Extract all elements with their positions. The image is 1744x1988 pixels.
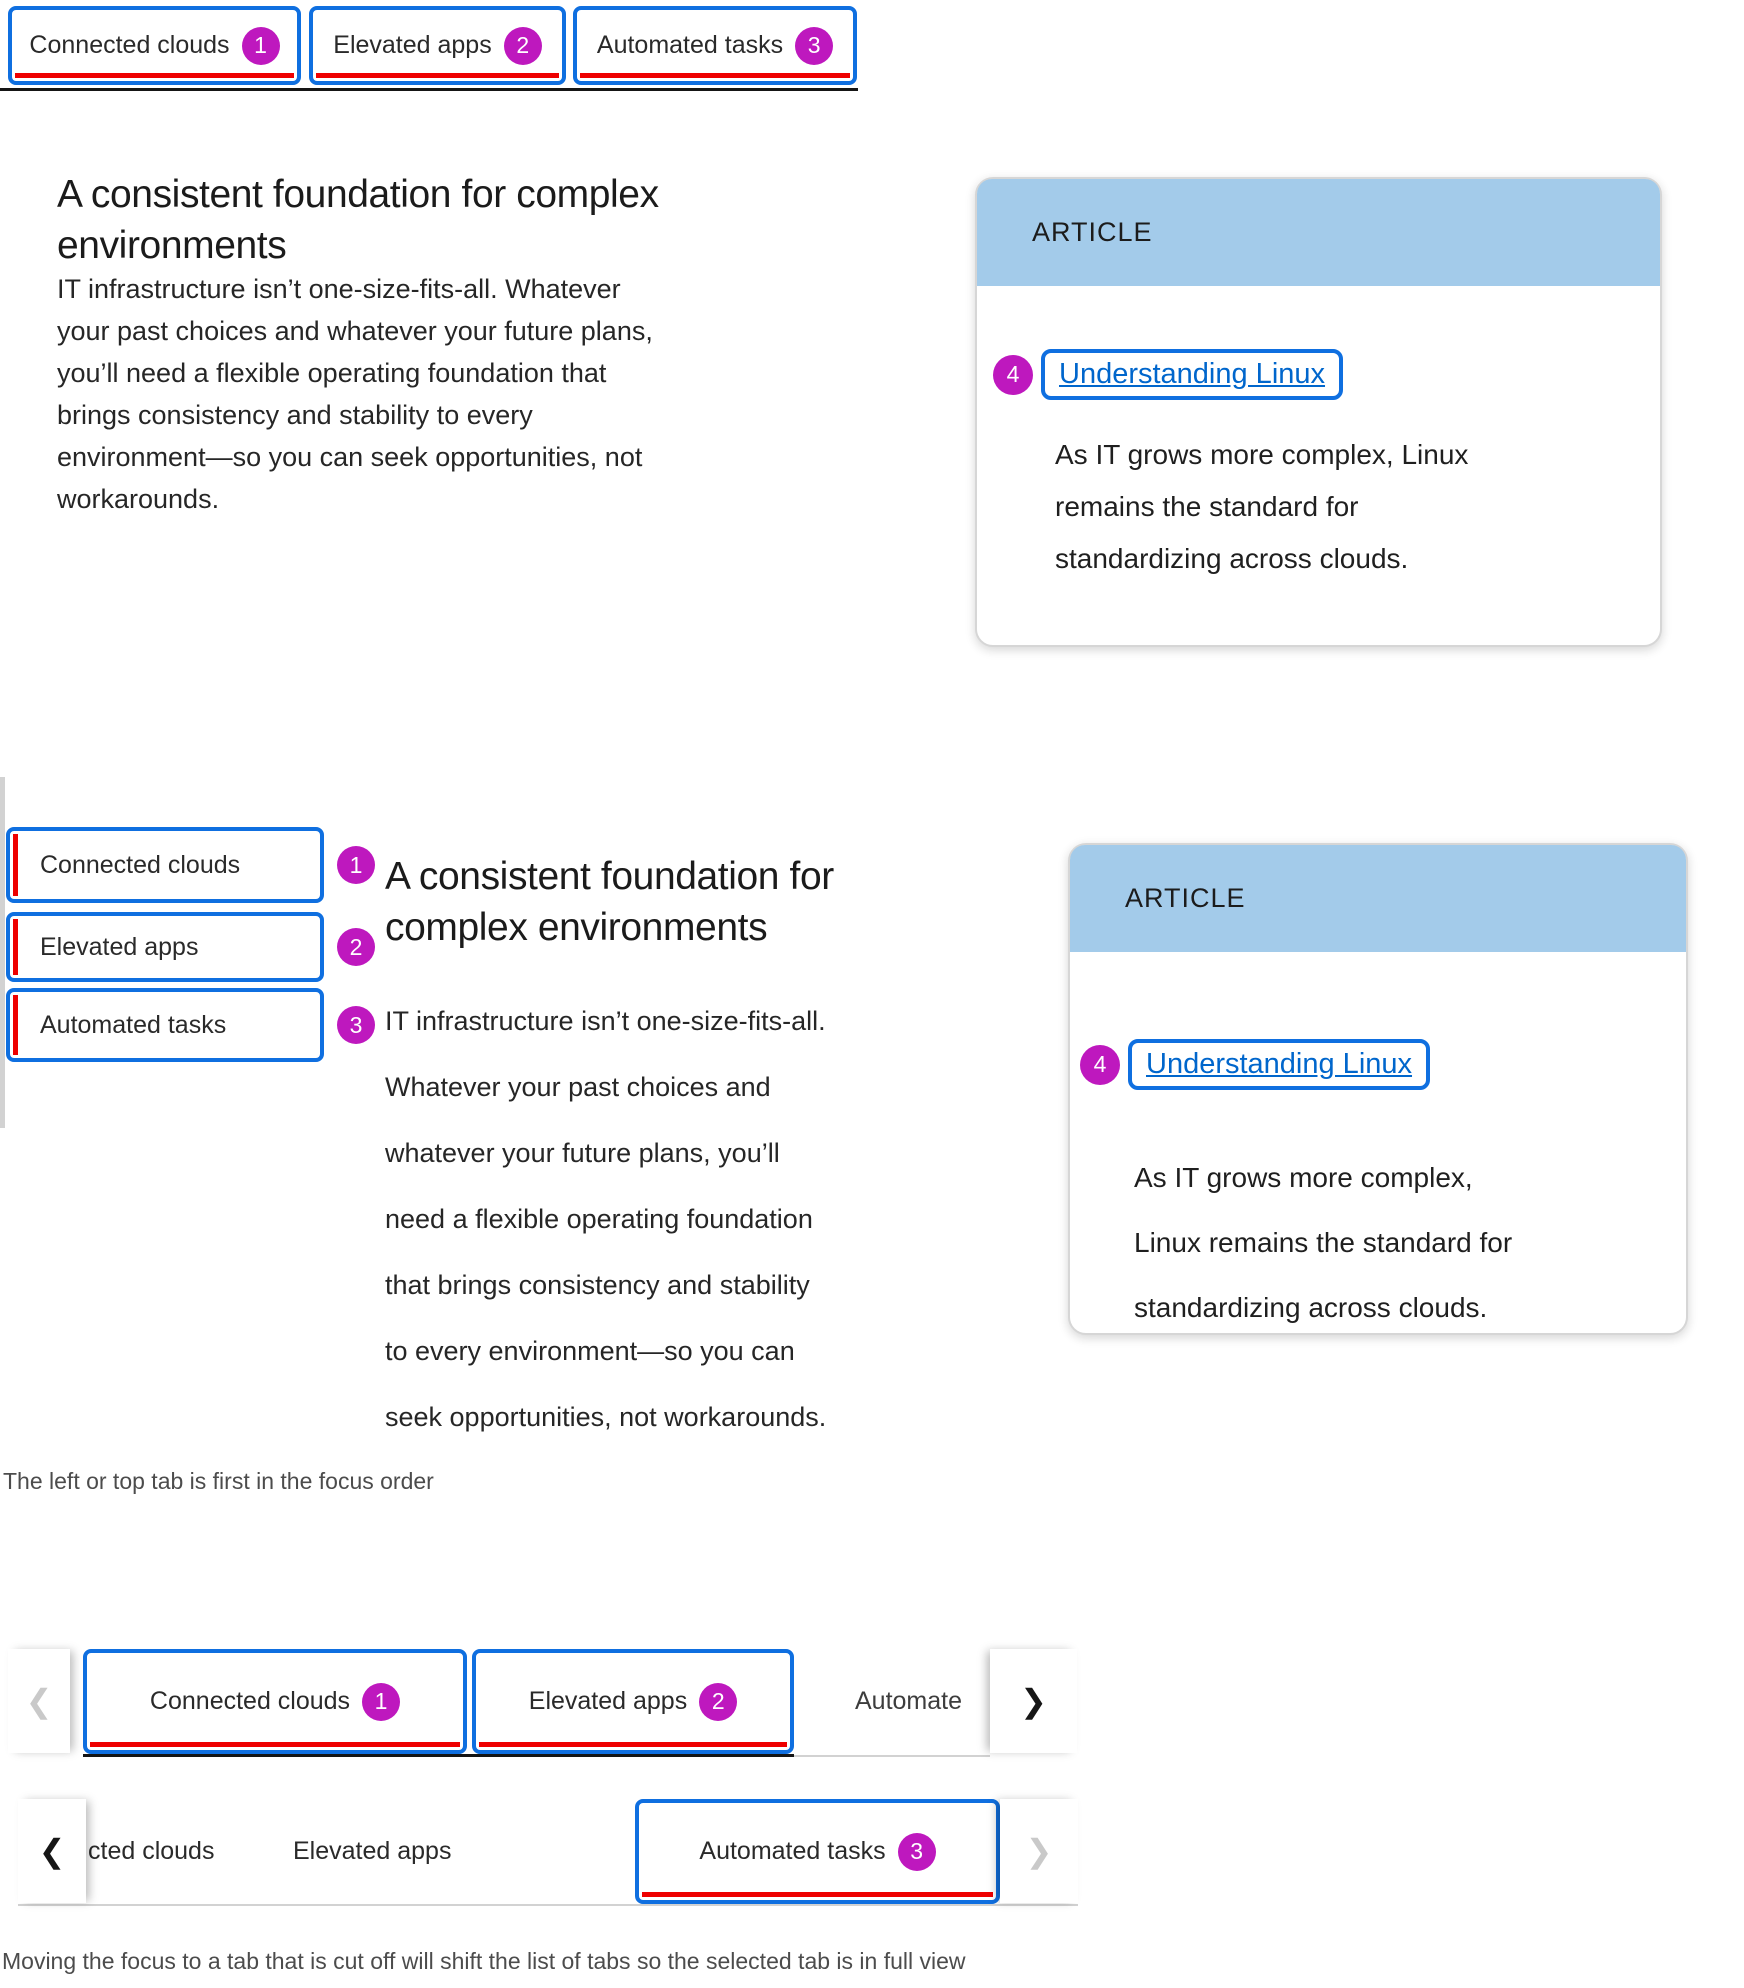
caption-focus-order: The left or top tab is first in the focu… xyxy=(3,1468,434,1494)
chevron-left-icon: ❮ xyxy=(38,1833,66,1869)
vertical-tab-divider xyxy=(0,777,5,1128)
tab-label: Elevated apps xyxy=(528,1687,688,1715)
article-card: ARTICLE 4 Understanding Linux As IT grow… xyxy=(975,177,1662,647)
tabs-bottom-border-inactive xyxy=(794,1755,990,1757)
article-card-header: ARTICLE xyxy=(977,179,1660,286)
focus-order-badge: 2 xyxy=(337,928,375,966)
chevron-left-icon: ❮ xyxy=(25,1683,53,1719)
article-link[interactable]: Understanding Linux xyxy=(1059,358,1326,390)
tab-automated-tasks-cut[interactable]: Automate xyxy=(855,1687,963,1715)
focus-order-badge: 1 xyxy=(241,26,280,65)
focus-order-badge: 4 xyxy=(993,354,1033,395)
tab-elevated-apps[interactable]: Elevated apps xyxy=(293,1837,452,1865)
scroll-right-button[interactable]: ❯ xyxy=(1000,1799,1078,1903)
article-link-row: 4 Understanding Linux xyxy=(1080,1039,1431,1090)
focus-order-badge: 2 xyxy=(503,26,542,65)
article-summary: As IT grows more complex,Linux remains t… xyxy=(1134,1162,1513,1323)
tab-label: Automated tasks xyxy=(40,1010,227,1039)
scroll-left-button[interactable]: ❮ xyxy=(8,1649,70,1753)
vertical-tab-elevated-apps[interactable]: Elevated apps xyxy=(6,912,324,982)
focus-order-badge: 3 xyxy=(795,26,834,65)
focus-order-badge: 3 xyxy=(897,1832,936,1871)
tab-elevated-apps[interactable]: Elevated apps 2 xyxy=(472,1649,794,1754)
tab-label: Connected clouds xyxy=(149,1687,351,1715)
focus-order-badge: 1 xyxy=(362,1682,401,1721)
tab-label: Automated tasks xyxy=(699,1837,886,1865)
panel-paragraph: IT infrastructure isn’t one-size-fits-al… xyxy=(385,1006,827,1432)
tab-label: Connected clouds xyxy=(40,850,241,879)
tab-automated-tasks[interactable]: Automated tasks 3 xyxy=(635,1799,1000,1904)
active-tab-indicator xyxy=(642,1892,993,1897)
link-focus-outline: Understanding Linux xyxy=(1128,1039,1431,1090)
link-focus-outline: Understanding Linux xyxy=(1041,349,1344,400)
article-link[interactable]: Understanding Linux xyxy=(1146,1048,1413,1080)
active-tab-indicator xyxy=(13,995,18,1055)
tab-bar-bottom-border xyxy=(0,88,858,91)
tabs-bottom-border-inactive xyxy=(18,1904,1078,1906)
focus-order-badge: 4 xyxy=(1080,1044,1120,1085)
tab-connected-clouds-cut[interactable]: cted clouds xyxy=(88,1837,215,1865)
vertical-tab-automated-tasks[interactable]: Automated tasks xyxy=(6,988,324,1062)
vertical-tab-connected-clouds[interactable]: Connected clouds xyxy=(6,827,324,903)
active-tab-indicator xyxy=(13,919,18,975)
chevron-right-icon: ❯ xyxy=(1025,1833,1053,1869)
caption-overflow: Moving the focus to a tab that is cut of… xyxy=(2,1948,966,1974)
tab-label: Automated tasks xyxy=(596,31,784,59)
article-eyebrow: ARTICLE xyxy=(1125,883,1246,913)
focus-order-badge: 1 xyxy=(337,846,375,884)
article-card-header: ARTICLE xyxy=(1070,845,1686,952)
active-tab-indicator xyxy=(316,73,559,78)
article-eyebrow: ARTICLE xyxy=(1032,217,1153,247)
active-tab-indicator xyxy=(13,834,18,896)
tab-label: Elevated apps xyxy=(40,932,199,961)
tab-label: Elevated apps xyxy=(333,31,492,59)
panel-paragraph: IT infrastructure isn’t one-size-fits-al… xyxy=(57,274,653,514)
article-link-row: 4 Understanding Linux xyxy=(993,349,1344,400)
tab-automated-tasks[interactable]: Automated tasks 3 xyxy=(573,6,857,85)
chevron-right-icon: ❯ xyxy=(1020,1683,1047,1719)
tab-elevated-apps[interactable]: Elevated apps 2 xyxy=(309,6,566,85)
focus-order-badge: 2 xyxy=(699,1682,738,1721)
tab-connected-clouds[interactable]: Connected clouds 1 xyxy=(8,6,301,85)
active-tab-indicator xyxy=(15,73,294,78)
active-tab-indicator xyxy=(580,73,850,78)
scroll-left-button[interactable]: ❮ xyxy=(18,1799,86,1903)
tab-label: Connected clouds xyxy=(29,31,230,59)
tabs-bottom-border xyxy=(83,1754,794,1757)
scroll-right-button[interactable]: ❯ xyxy=(990,1649,1077,1753)
active-tab-indicator xyxy=(90,1742,460,1747)
active-tab-indicator xyxy=(479,1742,787,1747)
article-card: ARTICLE 4 Understanding Linux As IT grow… xyxy=(1068,843,1688,1335)
focus-order-badge: 3 xyxy=(337,1006,375,1044)
tab-connected-clouds[interactable]: Connected clouds 1 xyxy=(83,1649,467,1754)
